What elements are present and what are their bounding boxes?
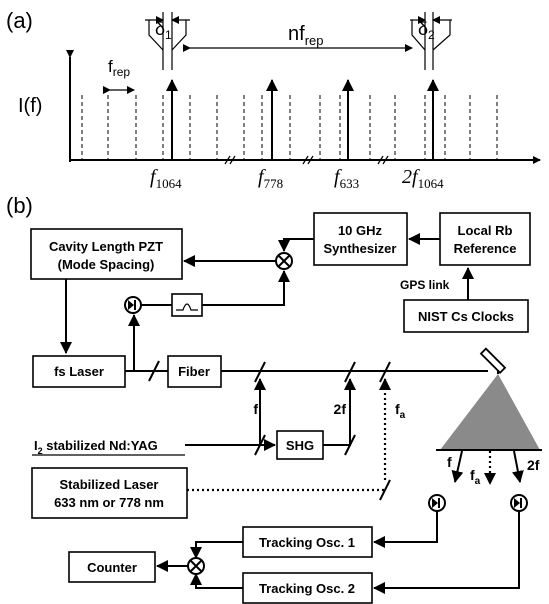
f633-label: f633 [334, 166, 359, 191]
stabilized-laser-line1: Stabilized Laser [60, 477, 159, 492]
synth-to-mixer-arrow [278, 238, 314, 252]
2f-beam-label: 2f [334, 401, 347, 417]
cavity-pzt-line1: Cavity Length PZT [49, 239, 163, 254]
fiber-label: Fiber [178, 364, 210, 379]
fa-beam-label: fa [395, 401, 406, 421]
panel-a-spectrum: (a) I(f) [6, 8, 541, 191]
rb-reference-line2: Reference [454, 241, 517, 256]
stabilized-laser-line2: 633 nm or 778 nm [54, 495, 164, 510]
tracking-osc-1-box [242, 526, 373, 558]
f778-label: f778 [258, 166, 283, 191]
beam-splitter-shg [344, 434, 356, 456]
prism-fa-label: fa [470, 467, 481, 487]
panel-b-label: (b) [6, 193, 33, 218]
delta2-label: δ2 [418, 19, 435, 42]
cavity-pzt-line2: (Mode Spacing) [58, 257, 155, 272]
delta1-label: δ1 [155, 19, 172, 42]
counter-label: Counter [87, 560, 137, 575]
panel-b-setup: (b) Cavity Length PZT (Mode Spacing) 10 … [6, 193, 542, 604]
gps-link-label: GPS link [400, 278, 450, 292]
intensity-axis-label: I(f) [18, 95, 42, 117]
counter-box [68, 551, 156, 583]
tracking-osc-2-label: Tracking Osc. 2 [259, 581, 355, 596]
bandpass-filter-icon [171, 293, 203, 317]
prism-2f-label: 2f [527, 457, 540, 473]
f2x1064-label: 2f1064 [402, 166, 444, 191]
mirror-icon [479, 347, 507, 375]
prism-f-label: f [447, 454, 452, 470]
synthesizer-line2: Synthesizer [324, 241, 397, 256]
shg-box [276, 430, 324, 460]
tracking-osc-1-label: Tracking Osc. 1 [259, 535, 355, 550]
tracking-osc-2-box [242, 572, 373, 604]
mixer-icon [275, 252, 293, 270]
frep-label: frep [108, 57, 130, 79]
beam-splitter-1 [148, 360, 160, 382]
rb-reference-box [439, 212, 531, 266]
panel-a-label: (a) [6, 8, 33, 33]
f1064-label: f1064 [150, 166, 182, 191]
stabilized-laser-box [31, 467, 188, 519]
tracking1-to-mixer-arrow [190, 541, 243, 559]
pd-to-tracking1-arrow [373, 511, 438, 548]
prism-icon [440, 374, 540, 450]
f-beam-label: f [253, 401, 258, 417]
beam-splitter-stab [379, 479, 391, 501]
mixer-icon [187, 557, 205, 575]
prism-2f-arrow [512, 450, 524, 483]
axis-breaks [224, 155, 389, 165]
tracking2-to-mixer-arrow [190, 573, 243, 589]
nfrep-label: nfrep [288, 23, 323, 48]
fiber-box [167, 355, 222, 388]
photodiode-icon [124, 296, 142, 314]
i2-nd-yag-label: I2 stabilized Nd:YAG [34, 438, 158, 456]
nist-clocks-label: NIST Cs Clocks [418, 309, 514, 324]
filter-curve [176, 303, 198, 311]
delta2-marker: δ2 [410, 12, 452, 70]
shg-label: SHG [286, 438, 314, 453]
cavity-pzt-box [30, 228, 183, 280]
photodiode-icon [510, 494, 528, 512]
filter-to-mixer-arrow [202, 270, 290, 306]
fs-laser-box [32, 355, 126, 388]
photodiode-icon [428, 494, 446, 512]
fs-laser-label: fs Laser [54, 364, 104, 379]
prism-f-arrow [451, 450, 464, 483]
pd-to-tracking2-arrow [373, 511, 520, 594]
synthesizer-box [313, 212, 408, 266]
synthesizer-line1: 10 GHz [338, 223, 383, 238]
rb-reference-line1: Local Rb [458, 223, 513, 238]
beam-splitter-nd-yag [254, 434, 266, 456]
nist-clocks-box [403, 299, 529, 333]
comb-teeth [81, 95, 498, 160]
delta1-marker: δ1 [145, 12, 190, 70]
